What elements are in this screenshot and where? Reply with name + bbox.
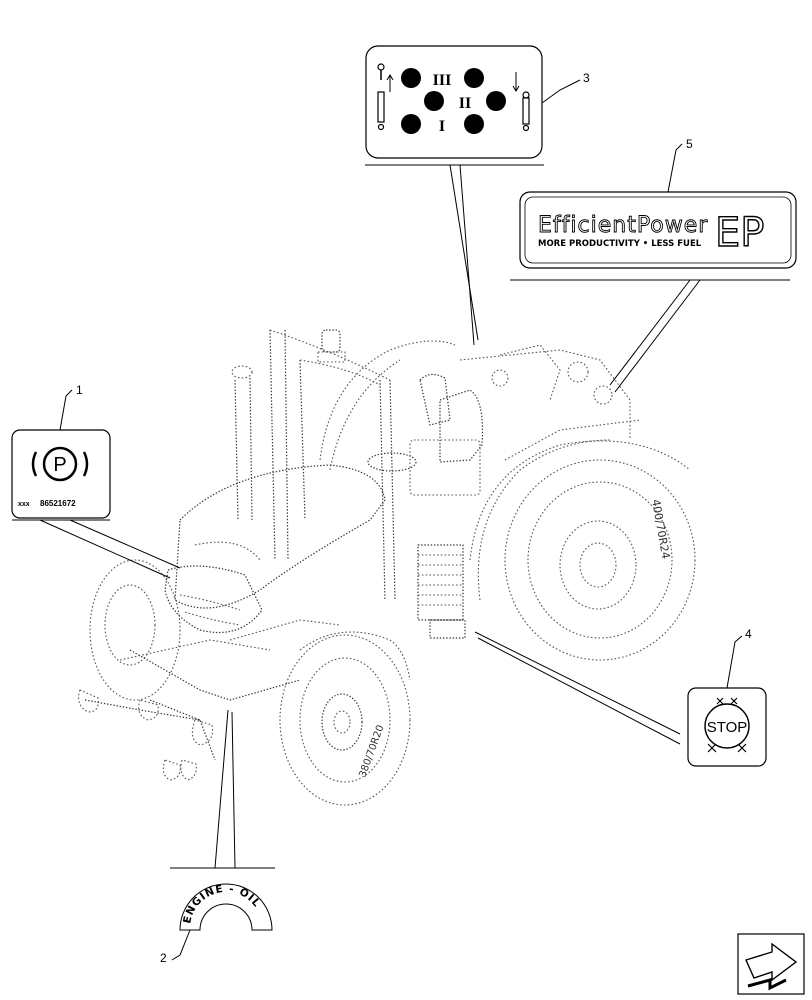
svg-text:1: 1 <box>76 383 83 397</box>
rear-tyre-marking: 400/70R24 <box>649 498 672 560</box>
parking-brake-symbol: P <box>53 454 66 476</box>
tractor-illustration: 400/70R24 380/70R20 <box>78 329 696 806</box>
callout-3: 3 <box>541 71 590 104</box>
svg-text:2: 2 <box>160 951 167 965</box>
parking-brake-code: 86521672 <box>40 499 76 508</box>
lever-up-icon <box>377 63 394 131</box>
ep-logo: EP <box>715 210 764 256</box>
callout-2: 2 <box>160 929 191 965</box>
gear-range-iii: III <box>433 72 452 89</box>
gear-range-i: I <box>439 118 445 135</box>
decal-efficient-power: EfficientPower MORE PRODUCTIVITY • LESS … <box>519 191 797 269</box>
callout-1: 1 <box>59 383 83 431</box>
lever-down-icon <box>512 72 530 132</box>
front-tyre-marking: 380/70R20 <box>357 724 386 779</box>
next-page-arrow-icon[interactable] <box>737 933 805 995</box>
svg-text:5: 5 <box>686 137 693 151</box>
callout-5: 5 <box>667 137 693 193</box>
leader-lines <box>12 164 790 869</box>
callout-4: 4 <box>726 627 752 689</box>
decal-engine-oil: ENGINE - OIL <box>179 883 273 931</box>
parking-brake-code-prefix: xxx <box>18 501 30 508</box>
decal-stop: STOP <box>687 687 767 767</box>
decal-gear-range: III II I <box>365 45 543 159</box>
efficient-power-tagline: MORE PRODUCTIVITY • LESS FUEL <box>538 239 702 249</box>
svg-text:3: 3 <box>583 71 590 85</box>
gear-range-ii: II <box>459 95 471 112</box>
efficient-power-title: EfficientPower <box>538 213 708 238</box>
stop-text: STOP <box>707 719 748 736</box>
svg-text:4: 4 <box>745 627 752 641</box>
decal-parking-brake: P xxx 86521672 <box>11 429 111 519</box>
